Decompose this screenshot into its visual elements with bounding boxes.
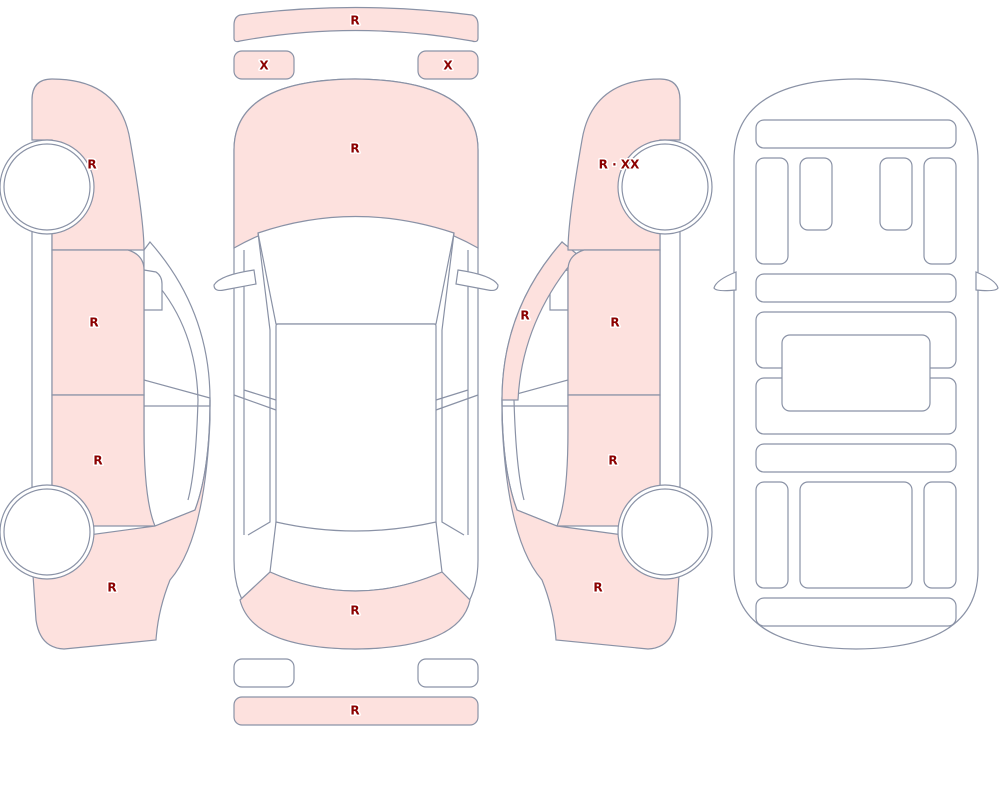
label-right-rear-door: R	[608, 454, 617, 468]
rear-left-light	[233, 658, 295, 688]
left-quarter-glass	[143, 269, 163, 311]
left-front-wheel	[0, 139, 95, 235]
interior-left-mirror	[713, 271, 737, 292]
interior-rear-right-door	[923, 481, 957, 589]
interior-front-bar	[755, 273, 957, 303]
interior-dashboard	[755, 119, 957, 149]
left-rear-quarter-panel[interactable]	[31, 399, 211, 650]
left-side-line	[233, 232, 277, 536]
interior-view	[713, 78, 999, 650]
interior-rear-bar	[755, 443, 957, 473]
left-side-view	[0, 78, 211, 650]
left-window-inner	[143, 269, 199, 501]
label-left-rear-door: R	[93, 454, 102, 468]
right-front-wheel	[617, 139, 713, 235]
windshield	[257, 215, 455, 325]
right-front-door-panel[interactable]	[567, 249, 661, 396]
label-front-left-light: X	[259, 59, 269, 73]
right-rear-quarter-panel[interactable]	[501, 399, 681, 650]
right-side-view	[501, 78, 713, 650]
label-right-a-pillar: R	[520, 309, 529, 323]
label-left-front-fender: R	[87, 158, 96, 172]
interior-front-right-door	[923, 157, 957, 265]
front-left-light-panel[interactable]	[233, 50, 295, 80]
interior-rear-seat	[799, 481, 913, 589]
right-a-pillar-panel[interactable]	[501, 241, 579, 401]
label-left-rear-quarter: R	[107, 581, 116, 595]
left-front-door-panel[interactable]	[51, 249, 145, 396]
interior-front-left-seat	[799, 157, 833, 231]
rear-window	[269, 521, 443, 592]
damage-labels: R X X R R R R R R R R · XX R R R R	[86, 12, 642, 719]
interior-rear-left-door	[755, 481, 789, 589]
top-view	[213, 6, 499, 726]
front-bumper-panel[interactable]	[233, 6, 479, 43]
label-front-bumper: R	[350, 14, 359, 28]
label-right-rear-quarter: R	[593, 581, 602, 595]
label-right-front-door: R	[610, 316, 619, 330]
right-rear-wheel	[617, 484, 713, 580]
label-front-right-light: X	[443, 59, 453, 73]
label-rear-bumper: R	[350, 704, 359, 718]
right-side-line	[435, 232, 479, 536]
interior-front-right-seat	[879, 157, 913, 231]
left-mirror	[213, 269, 257, 292]
rear-right-light	[417, 658, 479, 688]
interior-console	[781, 334, 931, 412]
rear-bumper-panel[interactable]	[233, 696, 479, 726]
roof-panel	[275, 323, 437, 533]
label-rear-section: R	[350, 604, 359, 618]
rear-section-panel[interactable]	[239, 571, 471, 650]
label-hood: R	[350, 142, 359, 156]
interior-trunk	[755, 597, 957, 627]
front-right-light-panel[interactable]	[417, 50, 479, 80]
interior-right-mirror	[975, 271, 999, 292]
left-rear-wheel	[0, 484, 95, 580]
label-right-front-fender: R · XX	[599, 158, 640, 172]
interior-front-left-door	[755, 157, 789, 265]
right-mirror	[455, 269, 499, 292]
label-left-front-door: R	[89, 316, 98, 330]
